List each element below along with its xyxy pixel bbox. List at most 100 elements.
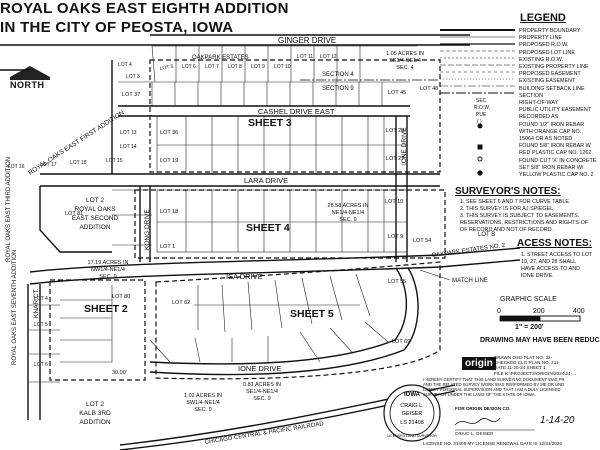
lot-label: LOT 37: [122, 92, 140, 98]
acreage-3-line1: 17.19 ACRES IN: [88, 260, 129, 266]
lot-label: LOT 3: [126, 74, 140, 80]
ione-drive-label: IONE DRIVE: [238, 364, 281, 373]
acreage-1-line3: SEC. 4: [396, 65, 413, 71]
isa-drive-label: ISA DRIVE: [226, 272, 263, 281]
lot-label: LOT 17: [40, 162, 57, 168]
lot-label: LOT 80: [112, 294, 130, 300]
kong-drive-label: KONG DRIVE: [144, 209, 151, 250]
reduced-note: DRAWING MAY HAVE BEEN REDUC: [480, 337, 600, 344]
railroad-label: CHICAGO CENTRAL & PACIFIC RAILROAD: [204, 421, 324, 446]
lot-label: LOT 6: [34, 362, 48, 368]
lot-label: LOT 8: [228, 64, 242, 70]
legend-item: WITH ORANGE CAP NO.: [519, 128, 582, 135]
kalb-third-line2: KALB 3RD: [79, 410, 111, 417]
legend-side-label: ( ): [477, 119, 482, 125]
royal-oaks-second-line4: ADDITION: [79, 224, 110, 231]
access-notes-title: ACESS NOTES:: [517, 238, 593, 249]
plat-title: ROYAL OAKS EAST EIGHTH ADDITION: [0, 0, 289, 17]
legend-item: FOUND 1/2" IRON REBAR: [519, 121, 585, 128]
acreage-3-line2: NW1/4-NE1/4: [91, 267, 125, 273]
sheet-boundaries: [49, 59, 446, 381]
graphic-scale-bar: [499, 315, 581, 322]
sheet-5-label: SHEET 5: [290, 308, 334, 320]
legend-item: EXISTING PROPERTY LINE: [519, 64, 589, 71]
scale-equation: 1" = 200': [515, 324, 544, 331]
legend-item: YELLOW PLASTIC CAP NO. 2: [519, 172, 594, 179]
lot-label: LOT 11: [297, 54, 313, 60]
title-block: DRAWN OSD PLAT NO. 32- CHECKED CLG PLAN …: [494, 355, 598, 376]
acreage-1-line1: 1.05 ACRES IN: [386, 51, 424, 57]
note-line: 1. SEE SHEET 6 AND 7 FOR CURVE TABLE.: [460, 199, 571, 205]
note-line: 3. THIS SURVEY IS SUBJECT TO EASEMENTS,: [460, 213, 580, 219]
lot-label: LOT 1: [160, 244, 175, 250]
lot-label: LOT 9: [251, 64, 265, 70]
sheet-3-label: SHEET 3: [248, 117, 292, 129]
acreage-4-line2: SW1/4-NE1/4: [186, 400, 220, 406]
royal-oaks-second-line1: LOT 2: [86, 197, 104, 204]
acreage-2-line2: NE1/4-NE1/4: [332, 210, 364, 216]
kalb-third-line3: ADDITION: [79, 419, 110, 426]
legend-title: LEGEND: [520, 12, 566, 24]
access-line: HAVE ACCESS TO AND: [521, 266, 581, 272]
seal-state: IOWA: [404, 392, 421, 398]
legend-item: FOUND 5/8" IRON REBAR W: [519, 143, 591, 150]
title-block-row: DATE 11-20-24 SHEET 1: [494, 365, 546, 371]
lot-label: LOT 12: [320, 54, 337, 60]
acreage-1-line2: SE1/4-SE1/4: [389, 58, 421, 64]
sheet-2-label: SHEET 2: [84, 303, 128, 315]
lot-label: LOT 45: [388, 90, 406, 96]
surveyor-notes-title: SURVEYOR'S NOTES:: [455, 186, 561, 197]
lot-label: LOT 81: [65, 211, 83, 217]
acreage-4-line3: SEC. 9: [194, 407, 211, 413]
lot-label: LOT 14: [120, 144, 137, 150]
acreage-2-line3: SEC. 9: [339, 217, 356, 223]
road-lines: [0, 34, 521, 450]
legend-item: RED PLASTIC CAP NO. 1262: [519, 150, 592, 157]
certification-text: I HEREBY CERTIFY THAT THIS LAND SURVEYIN…: [423, 377, 600, 397]
section-9-label: SECTION 9: [322, 86, 354, 92]
note-line: RESERVATIONS, RESTRICTIONS AND RIGHTS-OF: [460, 220, 589, 226]
legend-item: EXISTING R.O.W.: [519, 56, 564, 63]
legend-item: PROPOSED R.O.W.: [519, 42, 569, 49]
lot-label: LOT 5: [159, 64, 174, 72]
lot-label: LOT 9: [388, 234, 403, 240]
north-label: NORTH: [10, 80, 45, 90]
lot-label: LOT 10: [385, 199, 403, 205]
lara-drive-label: LARA DRIVE: [244, 176, 288, 185]
cert-line: DIRECT PERSONAL SUPERVISION AND THAT I A…: [423, 387, 561, 392]
cert-line: SURVEYOR UNDER THE LAWS OF THE STATE OF …: [423, 392, 536, 397]
signature-scribble: [454, 417, 501, 426]
ginger-drive-label: GINGER DRIVE: [278, 36, 336, 45]
legend-item: PROPERTY BOUNDARY: [519, 28, 581, 34]
acreage-5-line1: 0.81 ACRES IN: [243, 382, 281, 388]
legend-item: BUILDING SETBACK LINE: [519, 85, 585, 92]
lot-label: LOT 4: [118, 62, 132, 68]
legend-item: SECTION: [519, 92, 543, 99]
origin-logo: origin: [462, 357, 496, 370]
section-4-label: SECTION 4: [322, 72, 354, 78]
legend-item: RECORDED AS: [519, 114, 559, 121]
title-block-row: DRAWN OSD PLAT NO. 32-: [494, 355, 553, 360]
lot-label: LOT 15: [106, 158, 123, 164]
title-block-row: CHECKED CLG PLAN NO. 211: [494, 360, 559, 366]
signature-name: CRAIG L. GEISER: [455, 431, 494, 436]
license-line: LICENSE NO. 21408 MY LICENSE RENEWAL DAT…: [423, 441, 562, 446]
graphic-scale-title: GRAPHIC SCALE: [500, 296, 557, 303]
lot-label: LOT 16: [8, 164, 25, 170]
seal-name-2: GEISER: [402, 411, 423, 417]
lot-label: LOT 55: [388, 279, 406, 285]
legend-item: PROPERTY LINE: [519, 35, 562, 42]
legend-list: PROPERTY BOUNDARY PROPERTY LINE PROPOSED…: [519, 28, 596, 179]
legend-item: PUBLIC UTILITY EASEMENT: [519, 107, 592, 114]
surveyor-seal: IOWA CRAIG L. GEISER LS 21408 LICENSED L…: [383, 384, 441, 442]
lot-b-label: LOT B: [478, 232, 495, 238]
acreage-3-line3: SEC. 9: [99, 274, 116, 280]
lot-label: LOT 54: [413, 238, 431, 244]
note-line: OF RECORD AND NOT OF RECORD.: [460, 227, 554, 233]
access-notes: 1. STREET ACCESS TO LOT 10, 27, AND 28 S…: [521, 252, 592, 280]
north-arrow-icon: [10, 66, 50, 80]
lot-label: LOT 69: [392, 339, 410, 345]
access-line: 10, 27, AND 28 SHALL: [521, 259, 577, 265]
